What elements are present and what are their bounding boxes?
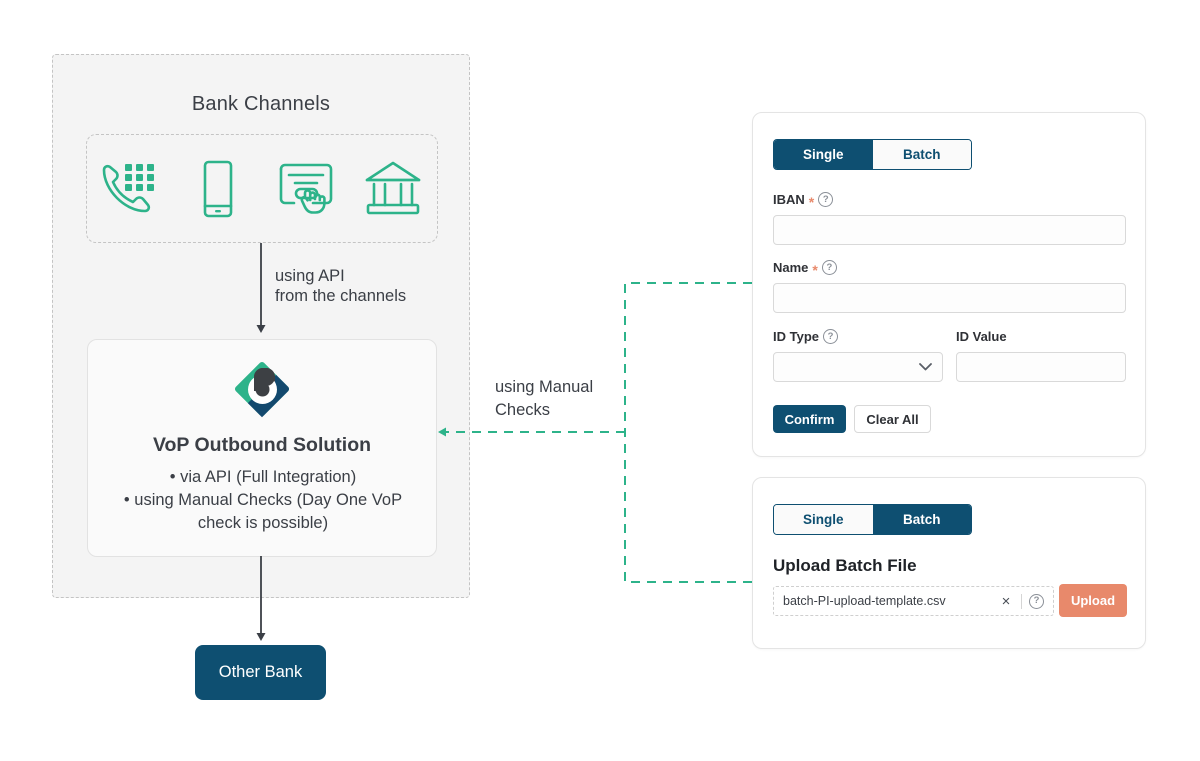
manual-connector-label: using Manual Checks	[495, 378, 594, 419]
chevron-down-icon	[919, 363, 932, 371]
id-type-help-icon[interactable]: ?	[823, 329, 838, 344]
other-bank-label: Other Bank	[218, 663, 303, 681]
batch-upload-panel: Single Batch Upload Batch File batch-PI-…	[752, 477, 1146, 649]
iban-input[interactable]	[773, 215, 1126, 245]
vop-bullet-2-cont: check is possible)	[197, 514, 329, 532]
api-connector-label: using API from the channels	[275, 267, 407, 305]
divider	[1021, 593, 1022, 609]
iban-label: IBAN * ?	[773, 192, 834, 210]
batch-tab-single[interactable]: Single	[774, 505, 873, 534]
iban-required-asterisk: *	[808, 193, 815, 210]
vop-bullets: • via API (Full Integration) • using Man…	[98, 466, 428, 535]
batch-single-batch-toggle[interactable]: Single Batch	[773, 504, 972, 535]
phone-keypad-icon	[99, 158, 163, 220]
upload-help-icon[interactable]: ?	[1029, 593, 1044, 609]
upload-batch-file-title: Upload Batch File	[773, 556, 917, 575]
vop-title: VoP Outbound Solution	[152, 434, 372, 456]
channels-icon-box	[86, 134, 438, 243]
file-name-text: batch-PI-upload-template.csv	[783, 594, 946, 608]
name-help-icon[interactable]: ?	[821, 260, 837, 275]
id-type-label: ID Type ?	[773, 329, 838, 344]
clear-all-button[interactable]: Clear All	[854, 405, 931, 433]
id-value-label: ID Value	[956, 329, 1007, 344]
bank-building-icon	[361, 158, 425, 220]
iban-help-icon[interactable]: ?	[818, 192, 834, 207]
name-label: Name * ?	[773, 260, 837, 278]
tab-single[interactable]: Single	[774, 140, 873, 169]
confirm-button[interactable]: Confirm	[773, 405, 846, 433]
file-picker-field[interactable]: batch-PI-upload-template.csv × ?	[773, 586, 1054, 616]
single-check-panel: Single Batch IBAN * ? Name * ? ID Type ?…	[752, 112, 1146, 457]
id-type-select[interactable]	[773, 352, 943, 382]
name-required-asterisk: *	[812, 261, 818, 278]
bank-channels-title: Bank Channels	[191, 93, 331, 115]
vop-bullet-2: • using Manual Checks (Day One VoP	[123, 491, 403, 509]
clear-file-icon[interactable]: ×	[1001, 592, 1011, 610]
vop-outbound-solution-card: VoP Outbound Solution • via API (Full In…	[87, 339, 437, 557]
id-value-input[interactable]	[956, 352, 1126, 382]
name-input[interactable]	[773, 283, 1126, 313]
batch-tab-batch[interactable]: Batch	[872, 505, 971, 534]
bank-channels-group: Bank Channels	[52, 54, 470, 598]
mobile-phone-icon	[186, 158, 250, 220]
single-batch-toggle[interactable]: Single Batch	[773, 139, 972, 170]
upload-button[interactable]: Upload	[1059, 584, 1127, 617]
other-bank-node: Other Bank	[195, 645, 326, 700]
online-form-click-icon	[274, 158, 338, 220]
vop-logo-icon	[231, 358, 293, 425]
tab-batch[interactable]: Batch	[872, 140, 971, 169]
vop-bullet-1: • via API (Full Integration)	[169, 468, 357, 486]
